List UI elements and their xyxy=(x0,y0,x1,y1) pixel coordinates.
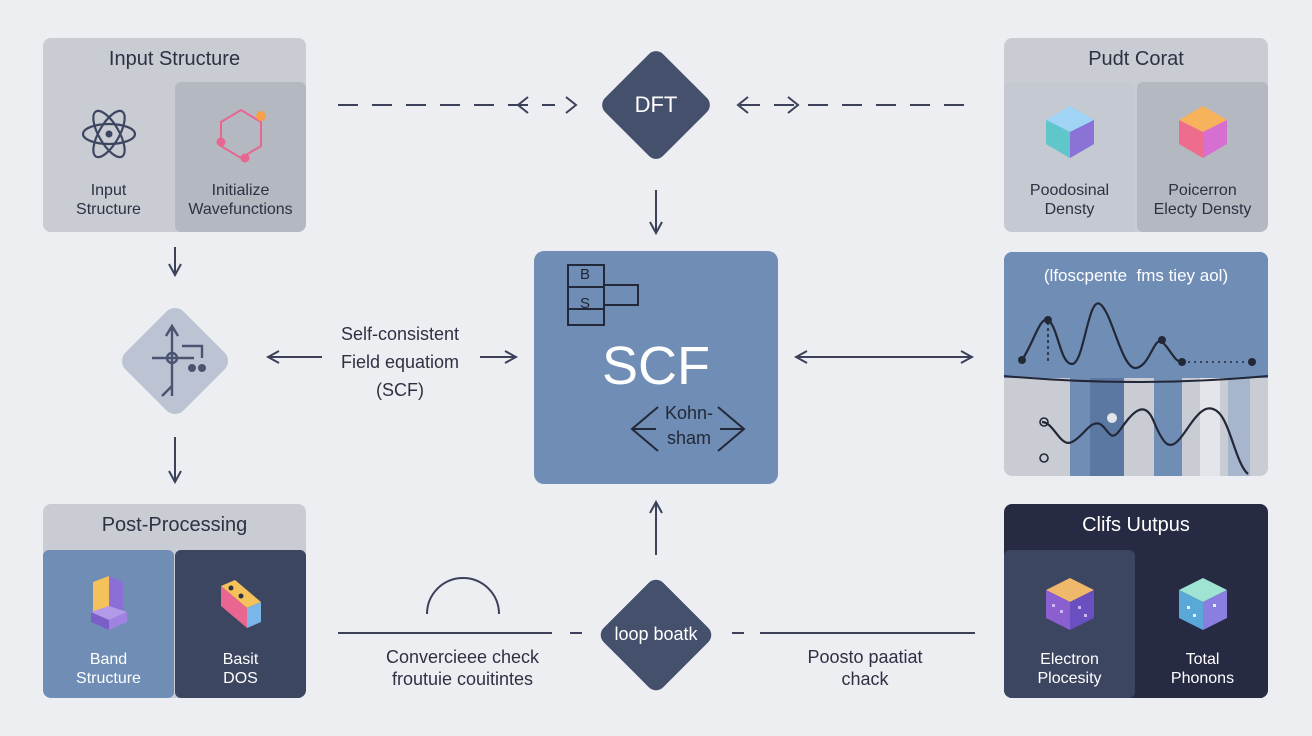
post-check-label: Poosto paatiat chack xyxy=(807,647,923,689)
scf-box-b: B xyxy=(580,266,591,283)
dft-node[interactable]: DFT xyxy=(591,40,721,170)
convergence-check-label: Convercieee check froutuie couitintes xyxy=(385,647,540,689)
density-panel: Pudt Corat Poodosinal Densty Poicerron E… xyxy=(1004,38,1268,232)
total-phonons-cell[interactable]: Total Phonons xyxy=(1137,550,1268,698)
arrow-head-right-icon xyxy=(787,96,800,114)
poicerron-density-label: Poicerron Electy Densty xyxy=(1153,182,1252,218)
dft-diamond-shape xyxy=(602,51,710,159)
atom-icon xyxy=(81,109,136,159)
arrow-head-right-icon xyxy=(565,96,578,114)
circuit-node-icon xyxy=(121,307,229,415)
kohn-sham-bracket-icon xyxy=(630,406,746,452)
input-structure-label: Input Structure xyxy=(76,182,141,218)
poodosinal-density-cell[interactable]: Poodosinal Densty xyxy=(1004,82,1135,232)
scf-box-s: S xyxy=(580,295,591,312)
basit-dos-label: Basit DOS xyxy=(222,651,259,687)
spectrum-header xyxy=(1004,252,1268,378)
hexagon-molecule-icon xyxy=(216,108,266,163)
spectrum-title: (lfoscpente fms tiey aol) xyxy=(1043,266,1229,285)
outputs-panel-title: Clifs Uutpus xyxy=(1082,514,1190,536)
spectrum-panel: (lfoscpente fms tiey aol) xyxy=(1004,252,1268,476)
poodosinal-density-label: Poodosinal Densty xyxy=(1029,182,1110,218)
input-structure-cell[interactable]: Input Structure xyxy=(43,82,174,232)
band-structure-cell[interactable]: Band Structure xyxy=(43,550,174,698)
dft-label: DFT xyxy=(634,92,678,117)
total-phonons-label: Total Phonons xyxy=(1170,651,1235,687)
band-structure-label: Band Structure xyxy=(76,651,141,687)
spectrum-curves xyxy=(1004,302,1268,475)
circuit-diamond-node[interactable] xyxy=(110,296,240,426)
post-panel-title: Post-Processing xyxy=(101,514,248,536)
scf-equation-label: Self-consistent Field equatiom (SCF) xyxy=(340,324,460,400)
loop-back-label: loop boatk xyxy=(614,624,698,644)
spectrum-stripe xyxy=(1154,378,1182,476)
density-panel-title: Pudt Corat xyxy=(1088,48,1184,70)
crystal-gem-icon xyxy=(1045,106,1094,158)
spectrum-stripe xyxy=(1200,378,1220,476)
arrow-head-left-icon xyxy=(516,96,529,114)
initialize-wavefunctions-cell[interactable]: Initialize Wavefunctions xyxy=(175,82,306,232)
scf-label: SCF xyxy=(602,336,710,396)
crystal-gem-icon xyxy=(1178,106,1227,158)
loop-back-node[interactable]: loop boatk xyxy=(589,568,723,702)
cube-icon xyxy=(1045,578,1094,630)
basit-dos-cell[interactable]: Basit DOS xyxy=(175,550,306,698)
input-structure-panel: Input Structure Input Structure Initiali… xyxy=(43,38,306,232)
post-processing-panel: Post-Processing Band Structure Basit DOS xyxy=(43,504,306,698)
electron-plocesity-label: Electron Plocesity xyxy=(1037,651,1102,687)
arrow-head-left-icon xyxy=(736,96,749,114)
band-block-icon xyxy=(90,576,127,630)
spectrum-stripe xyxy=(1090,378,1124,476)
input-panel-title: Input Structure xyxy=(108,48,241,70)
matrix-blocks-icon xyxy=(567,264,639,326)
spectrum-stripe xyxy=(1228,378,1250,476)
loop-diamond-shape xyxy=(600,579,712,691)
electron-plocesity-cell[interactable]: Electron Plocesity xyxy=(1004,550,1135,698)
cube-icon xyxy=(1178,578,1227,630)
initialize-wavefunctions-label: Initialize Wavefunctions xyxy=(188,182,293,218)
poicerron-density-cell[interactable]: Poicerron Electy Densty xyxy=(1137,82,1268,232)
convergence-arc xyxy=(426,577,500,615)
outputs-panel: Clifs Uutpus Electron Plocesity Total Ph… xyxy=(1004,504,1268,698)
kohn-sham-label: Kohn- sham xyxy=(664,403,714,448)
scf-node[interactable]: B S SCF Kohn- sham xyxy=(534,251,778,484)
band-block-icon xyxy=(220,580,261,628)
